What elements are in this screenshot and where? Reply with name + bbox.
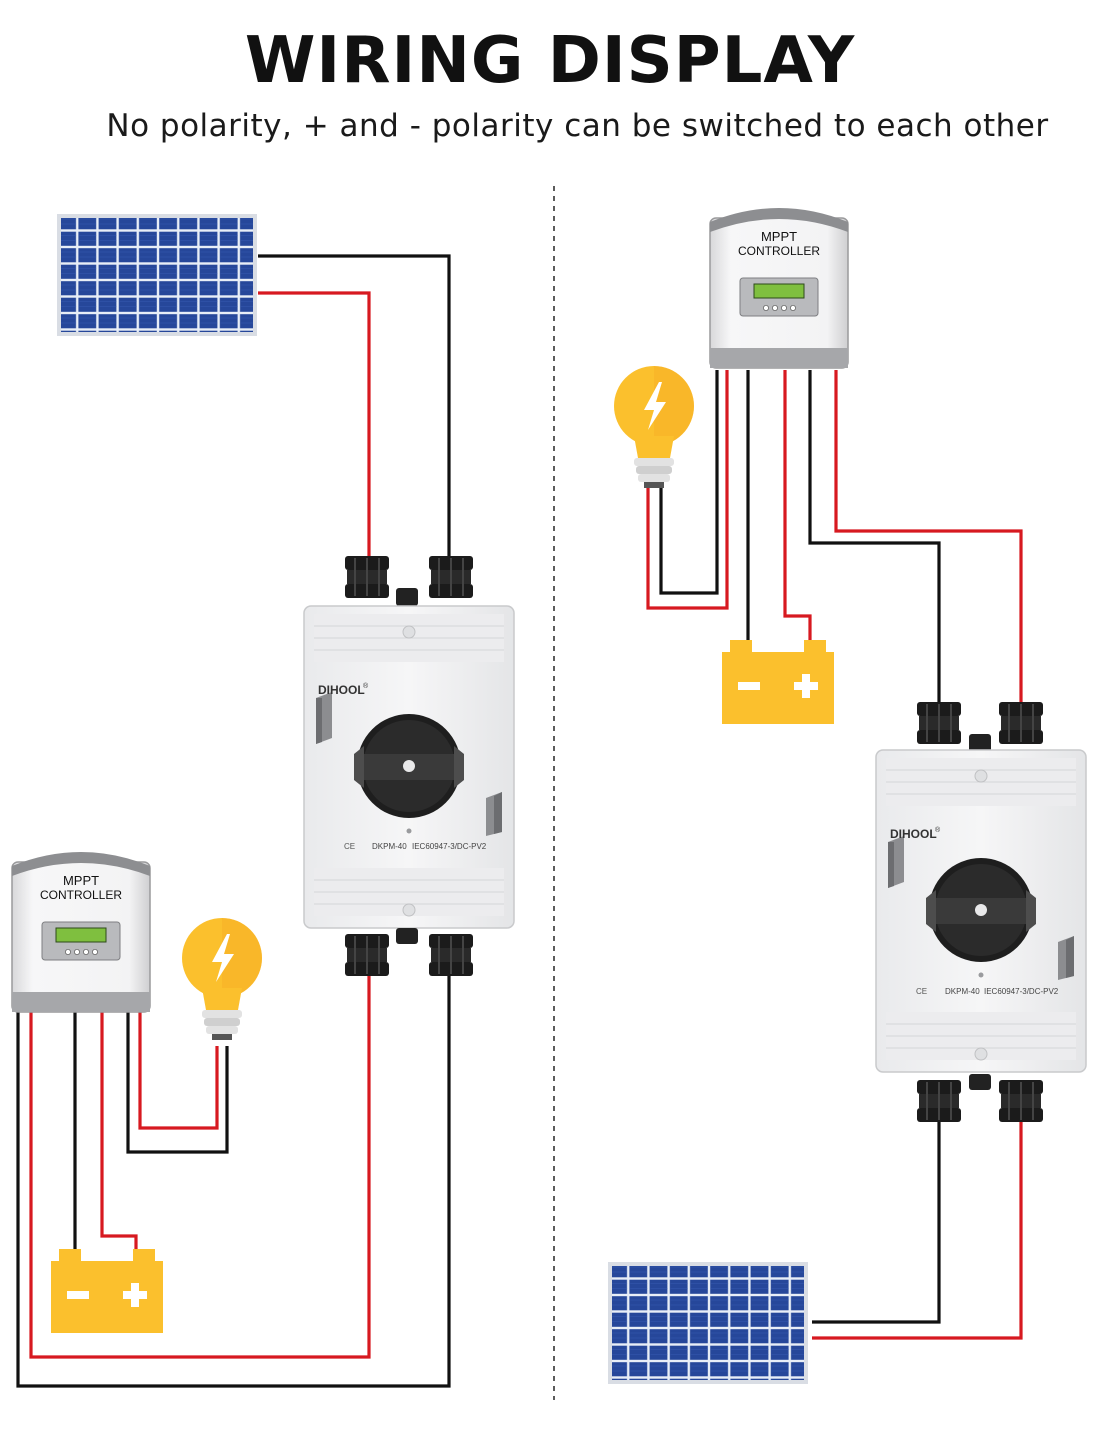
light-bulb-icon [614,366,694,488]
wire-ctrl-to-isolator-positive [834,370,1023,706]
cable-gland-bottom-left [344,933,390,977]
cable-gland-top-left-r [916,701,962,745]
isolator-marks-r: CE [916,987,927,996]
cable-gland-top-right [428,555,474,599]
cable-gland-bottom-left-r [916,1079,962,1123]
cable-gland-bottom-right [428,933,474,977]
wire-panel-negative [258,254,451,560]
mount-tab-r [969,734,991,752]
isolator-standard-r: IEC60947-3/DC-PV2 [984,987,1059,996]
controller-label-line1-r: MPPT [761,229,797,244]
controller-label-line2: CONTROLLER [40,888,122,902]
battery-icon [51,1249,163,1333]
cable-gland-top-right-r [998,701,1044,745]
wire-isolator-out-positive [29,970,371,1359]
isolator-trademark: ® [363,682,369,690]
controller-label-line1: MPPT [63,873,99,888]
right-wiring [646,370,1023,1340]
isolator-marks: CE [344,842,355,851]
cable-gland-top-left [344,555,390,599]
wire-load-negative [126,1010,229,1154]
mount-tab [396,588,418,606]
wire-isolator-to-panel-negative [812,1118,941,1324]
dc-isolator-switch-icon [875,749,1087,1073]
isolator-brand-r: DIHOOL [890,827,937,841]
controller-label-line2-r: CONTROLLER [738,244,820,258]
light-bulb-icon [182,918,262,1040]
wire-panel-positive [258,291,371,560]
wire-ctrl-to-isolator-negative [808,370,941,706]
wire-load-negative-r [659,370,719,595]
mount-tab-bottom [396,928,418,944]
isolator-trademark-r: ® [935,826,941,834]
wire-battery-positive [100,1010,138,1262]
isolator-brand: DIHOOL [318,683,365,697]
cable-gland-bottom-right-r [998,1079,1044,1123]
wire-load-positive [138,1010,219,1130]
isolator-model: DKPM-40 [372,842,407,851]
battery-icon [722,640,834,724]
wire-isolator-to-panel-positive [812,1118,1023,1340]
solar-panel-icon [57,214,257,336]
wire-load-positive-r [646,370,729,610]
mount-tab-bottom-r [969,1074,991,1090]
page-subtitle: No polarity, + and - polarity can be swi… [106,108,1049,144]
isolator-standard: IEC60947-3/DC-PV2 [412,842,487,851]
wire-battery-positive-r [783,370,812,650]
page-title: WIRING DISPLAY [244,24,856,98]
wire-isolator-out-negative [16,970,451,1388]
solar-panel-icon [608,1262,808,1384]
isolator-model-r: DKPM-40 [945,987,980,996]
dc-isolator-switch-icon [303,605,515,929]
